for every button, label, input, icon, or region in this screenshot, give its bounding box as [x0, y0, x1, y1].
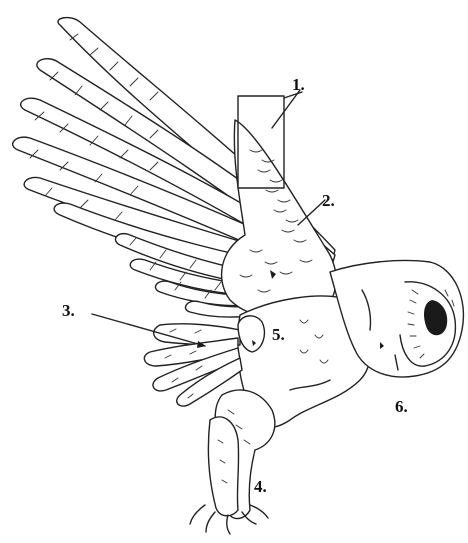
label-4: 4. [254, 478, 267, 495]
wing [13, 18, 336, 320]
label-3: 3. [62, 302, 75, 319]
leg [190, 390, 275, 534]
label-5: 5. [272, 326, 285, 343]
label-2: 2. [322, 192, 335, 209]
label-6: 6. [395, 398, 408, 415]
label-1: 1. [292, 76, 305, 93]
